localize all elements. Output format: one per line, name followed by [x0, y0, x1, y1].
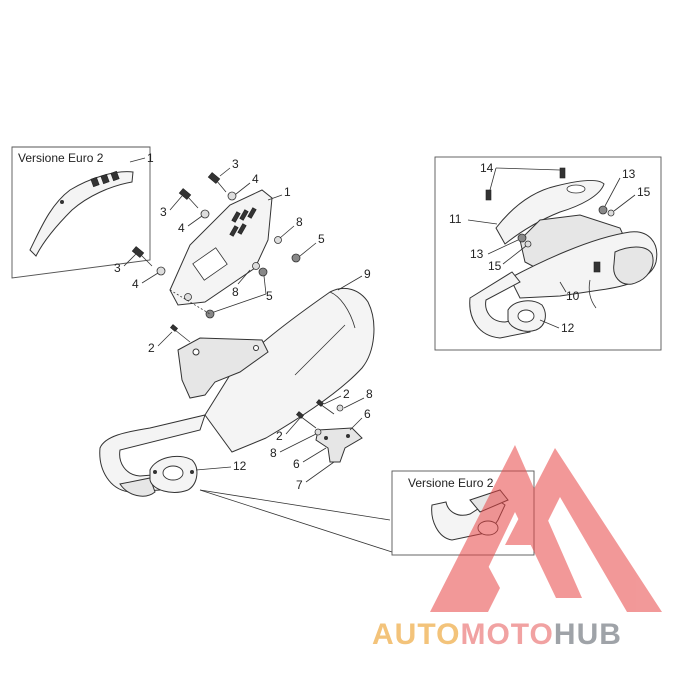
callout-12b: 12	[561, 321, 575, 335]
callout-6b: 6	[293, 457, 300, 471]
callout-8a: 8	[296, 215, 303, 229]
washer-8-right	[274, 236, 282, 244]
callout-5b: 5	[266, 289, 273, 303]
callout-2b: 2	[343, 387, 350, 401]
heat-shield	[169, 189, 273, 306]
exhaust-header-pipe	[99, 414, 206, 493]
washer-4-top	[227, 191, 237, 201]
callout-12a: 12	[233, 459, 247, 473]
callout-8b: 8	[232, 285, 239, 299]
nut-5-right	[291, 253, 301, 263]
watermark-hub: HUB	[553, 618, 622, 651]
callout-11: 11	[449, 212, 462, 226]
watermark-brand-text: AUTOMOTOHUB	[372, 618, 622, 652]
callout-1-shield: 1	[284, 185, 291, 199]
callout-3c: 3	[114, 261, 121, 275]
callout-15b: 15	[488, 259, 502, 273]
callout-5a: 5	[318, 232, 325, 246]
callout-10: 10	[566, 289, 580, 303]
callout-6a: 6	[364, 407, 371, 421]
callout-9: 9	[364, 267, 371, 281]
muffler-bracket	[177, 337, 269, 399]
callout-15a: 15	[637, 185, 651, 199]
callout-8d: 8	[270, 446, 277, 460]
watermark-auto: AUTO	[372, 618, 461, 651]
heat-shield-assembly	[131, 172, 301, 319]
watermark-moto: MOTO	[460, 618, 554, 651]
callout-4a: 4	[252, 172, 259, 186]
screw-3-mid	[178, 188, 199, 209]
callout-3b: 3	[160, 205, 167, 219]
inset-heat-shield-euro2: Versione Euro 2 1	[11, 146, 154, 279]
callout-14: 14	[480, 161, 494, 175]
washer-4-low	[156, 266, 166, 276]
callouts-right-inset: 14 13 15 11 13 15 10 12	[449, 161, 651, 335]
screw-3-low	[131, 246, 153, 267]
callouts-heat-shield: 3 4 1 3 4 8 5 3 4 8 5	[114, 157, 325, 313]
inset-left-label: Versione Euro 2	[18, 151, 104, 165]
watermark-triangle-logo	[430, 445, 662, 612]
callout-7: 7	[296, 478, 303, 492]
heat-shield-11	[495, 179, 605, 245]
callout-2c: 2	[276, 429, 283, 443]
callouts-muffler: 9 2 2 8 6 2 8 6 7 12	[148, 267, 393, 553]
screw-3-top	[207, 172, 227, 193]
callout-3a: 3	[232, 157, 239, 171]
callout-4b: 4	[178, 221, 185, 235]
flange-gasket-12-inset	[507, 300, 546, 332]
muffler-assembly	[99, 287, 375, 497]
callout-4c: 4	[132, 277, 139, 291]
bracket-6	[315, 427, 363, 463]
flange-gasket-12	[149, 455, 198, 493]
callout-13b: 13	[470, 247, 484, 261]
callout-1-inset: 1	[147, 151, 154, 165]
callout-13a: 13	[622, 167, 636, 181]
inset-right-assembly	[434, 156, 662, 351]
inset-bottom-label: Versione Euro 2	[408, 476, 494, 490]
callout-8c: 8	[366, 387, 373, 401]
callout-2a: 2	[148, 341, 155, 355]
washer-4-mid	[200, 209, 210, 219]
heat-shield-euro2	[29, 171, 134, 257]
